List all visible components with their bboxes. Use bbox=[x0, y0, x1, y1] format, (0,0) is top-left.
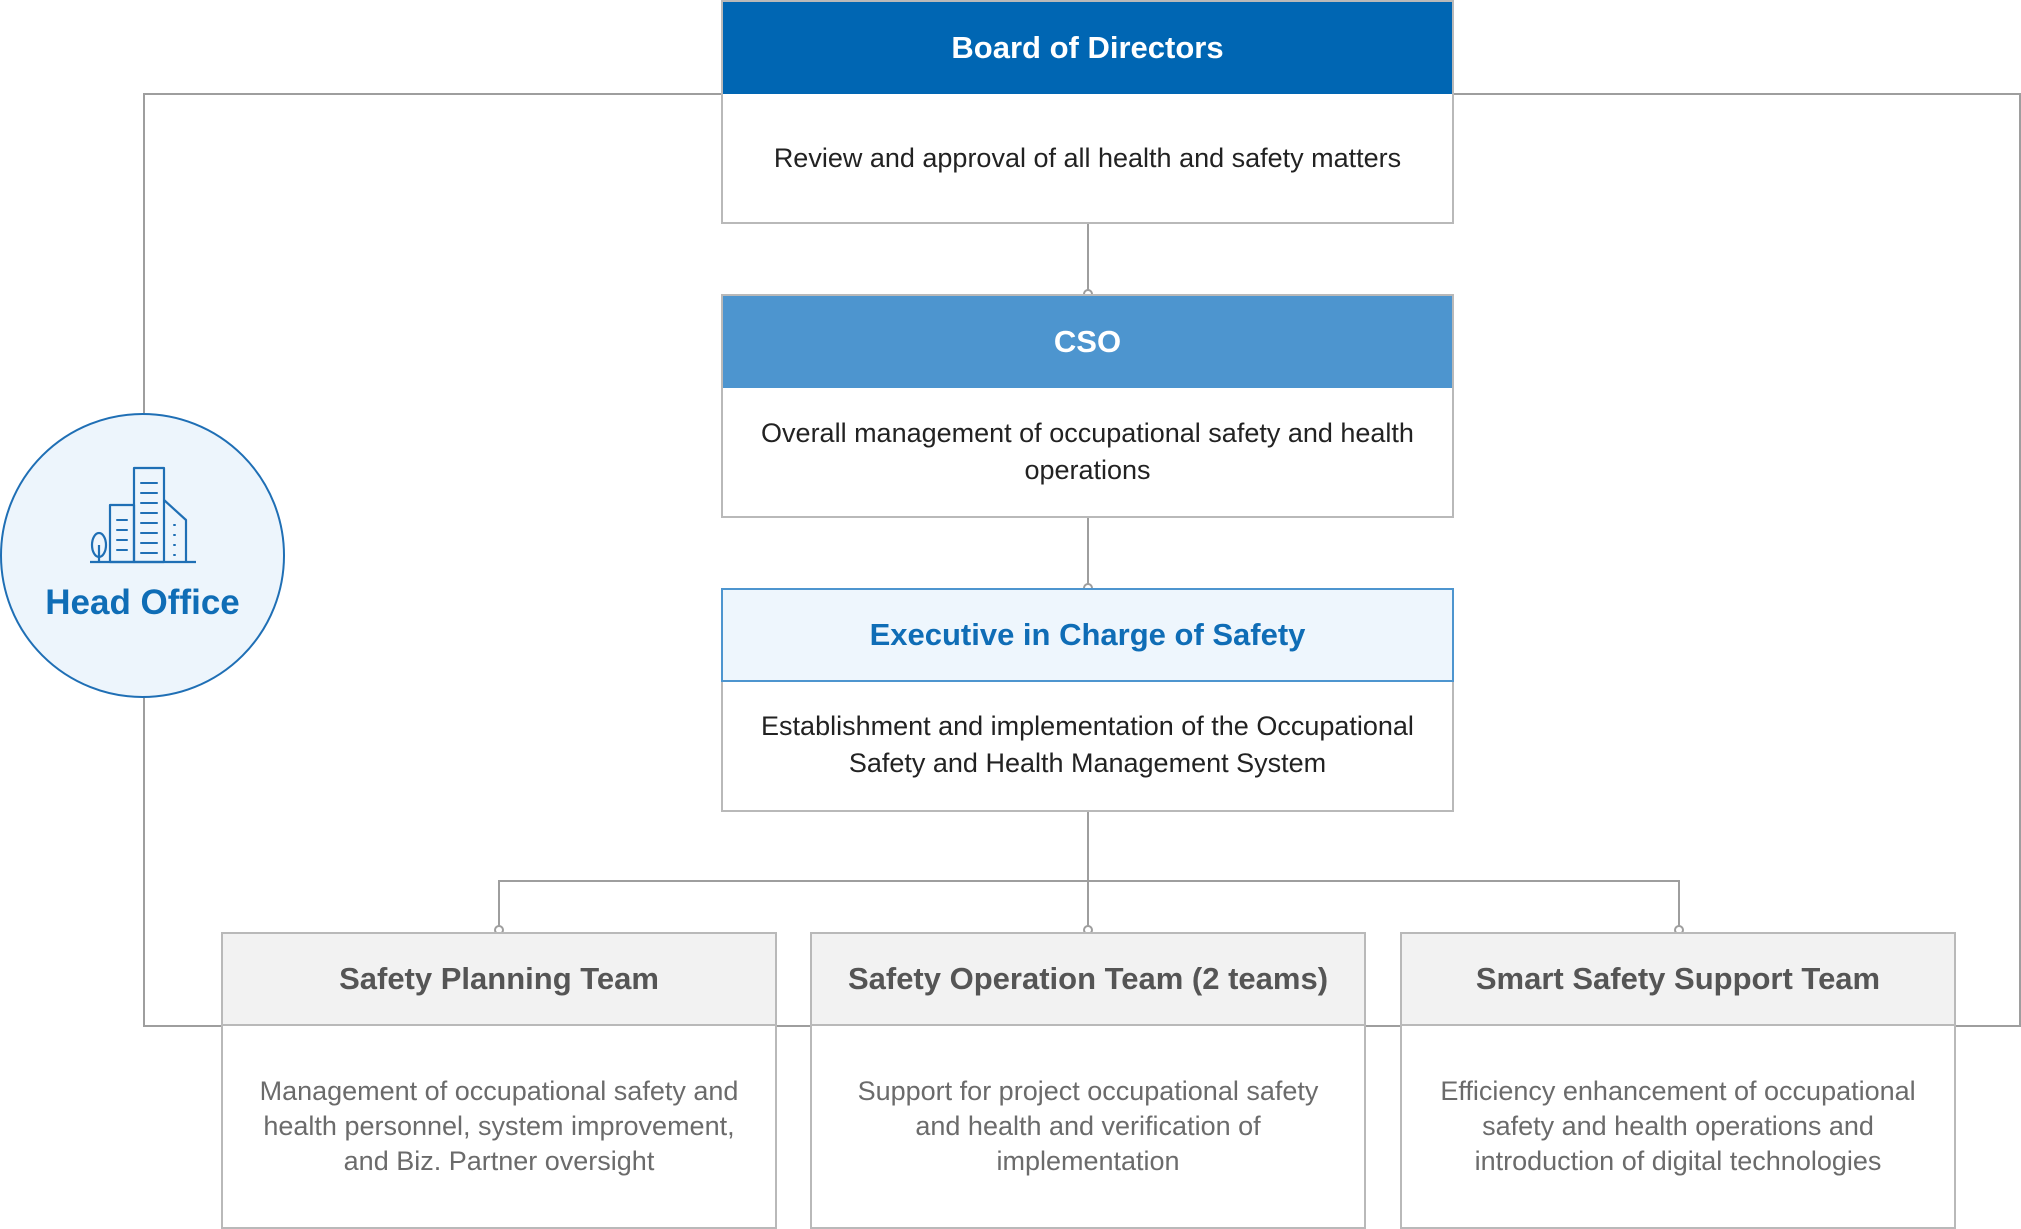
head-office-node: Head Office bbox=[0, 413, 285, 698]
executive-description: Establishment and implementation of the … bbox=[761, 711, 1414, 778]
team-description: Support for project occupational safety … bbox=[857, 1076, 1319, 1176]
team-description: Efficiency enhancement of occupational s… bbox=[1440, 1076, 1916, 1176]
executive-title: Executive in Charge of Safety bbox=[721, 588, 1454, 682]
frame-line-bottom-left bbox=[143, 698, 221, 1027]
building-icon bbox=[89, 466, 196, 564]
cso-title: CSO bbox=[723, 296, 1452, 388]
cso-box: CSO Overall management of occupational s… bbox=[721, 294, 1454, 518]
head-office-label: Head Office bbox=[45, 583, 240, 622]
smart-safety-support-team-box: Smart Safety Support Team Efficiency enh… bbox=[1400, 932, 1956, 1229]
team-title: Safety Operation Team (2 teams) bbox=[812, 934, 1364, 1026]
frame-line-left bbox=[143, 93, 721, 413]
executive-box: Executive in Charge of Safety Establishm… bbox=[721, 588, 1454, 812]
cso-description: Overall management of occupational safet… bbox=[761, 418, 1414, 485]
board-description: Review and approval of all health and sa… bbox=[773, 142, 1402, 173]
safety-operation-team-box: Safety Operation Team (2 teams) Support … bbox=[810, 932, 1366, 1229]
team-title: Safety Planning Team bbox=[223, 934, 775, 1026]
board-of-directors-box: Board of Directors Review and approval o… bbox=[721, 0, 1454, 224]
frame-line-right bbox=[1454, 93, 2021, 1027]
board-title: Board of Directors bbox=[723, 2, 1452, 94]
connector-team-branch bbox=[498, 880, 1680, 932]
safety-planning-team-box: Safety Planning Team Management of occup… bbox=[221, 932, 777, 1229]
team-title: Smart Safety Support Team bbox=[1402, 934, 1954, 1026]
team-description: Management of occupational safety and he… bbox=[259, 1076, 739, 1176]
